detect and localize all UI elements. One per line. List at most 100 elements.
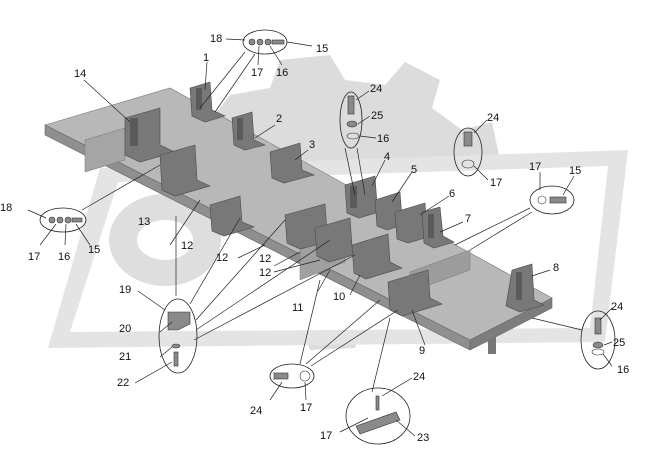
callout-17e: 17 bbox=[300, 402, 312, 414]
callout-15a: 15 bbox=[316, 43, 328, 55]
floor-step-front bbox=[84, 127, 126, 173]
leader-12d bbox=[273, 259, 321, 273]
bolt-bottom-24 bbox=[273, 372, 289, 380]
seat-4-back bbox=[350, 186, 357, 208]
bolt-right-15 bbox=[549, 196, 567, 204]
washer-16a bbox=[346, 132, 360, 140]
washer-top-18 bbox=[248, 38, 256, 46]
leader-23 bbox=[395, 419, 416, 437]
seat-3 bbox=[269, 142, 315, 184]
leader-24d bbox=[381, 377, 413, 397]
leader-19-up-b bbox=[195, 239, 331, 331]
leader-15b bbox=[562, 175, 575, 196]
leader-24e bbox=[599, 307, 613, 321]
floor-rear-leg bbox=[488, 336, 496, 354]
callout-18a: 18 bbox=[210, 33, 222, 45]
leader-12c bbox=[273, 251, 301, 267]
washer-bottom-17 bbox=[299, 370, 311, 382]
callout-16c: 16 bbox=[58, 251, 70, 263]
bracket-20 bbox=[167, 311, 191, 331]
leader-19-up-a bbox=[195, 219, 286, 321]
leader-16b bbox=[359, 135, 377, 139]
callout-18b: 18 bbox=[0, 202, 12, 214]
leader-22 bbox=[134, 361, 173, 384]
leader-right-to-seat-2 bbox=[469, 211, 533, 251]
callout-24a: 24 bbox=[370, 83, 382, 95]
leader-20 bbox=[159, 321, 173, 333]
callout-23: 23 bbox=[417, 432, 429, 444]
leader-25a bbox=[357, 115, 371, 125]
callout-16b: 16 bbox=[377, 133, 389, 145]
washer-right-25 bbox=[592, 341, 604, 349]
callout-25b: 25 bbox=[613, 337, 625, 349]
callout-9: 9 bbox=[419, 345, 425, 357]
callout-12d: 12 bbox=[259, 267, 271, 279]
callout-17a: 17 bbox=[251, 67, 263, 79]
callout-10: 10 bbox=[333, 291, 345, 303]
callout-22: 22 bbox=[117, 377, 129, 389]
bolt-top-15 bbox=[271, 39, 285, 45]
leader-3 bbox=[294, 149, 309, 161]
bolt-24a bbox=[347, 95, 355, 115]
seat-13-pair bbox=[159, 144, 211, 197]
leader-bottom-b bbox=[305, 299, 381, 365]
leader-top-to-seat-2 bbox=[214, 53, 256, 113]
washer-right-16 bbox=[591, 348, 605, 356]
callout-14: 14 bbox=[74, 68, 86, 80]
leader-12a bbox=[169, 199, 201, 246]
washer-left-16 bbox=[64, 216, 72, 224]
seat-9 bbox=[387, 269, 443, 317]
callout-6: 6 bbox=[449, 188, 455, 200]
detail-ellipse-bolt-24a bbox=[339, 91, 363, 149]
callout-24b: 24 bbox=[487, 112, 499, 124]
seat-8-back bbox=[516, 272, 522, 300]
leader-24b bbox=[473, 119, 488, 134]
washer-top-17 bbox=[256, 38, 264, 46]
leader-14 bbox=[83, 79, 131, 123]
washer-21 bbox=[171, 343, 181, 349]
seat-accents bbox=[130, 88, 522, 300]
detail-ellipse-left bbox=[39, 207, 87, 233]
callout-13: 13 bbox=[138, 216, 150, 228]
bolt-22 bbox=[173, 351, 179, 367]
leader-bottom-c bbox=[310, 309, 399, 367]
callout-17b: 17 bbox=[490, 177, 502, 189]
callout-17c: 17 bbox=[529, 161, 541, 173]
leader-17d bbox=[39, 223, 57, 246]
bolt-right-24 bbox=[594, 317, 602, 335]
leader-15a bbox=[286, 41, 313, 47]
leader-7 bbox=[439, 221, 464, 233]
callout-12c: 12 bbox=[259, 253, 271, 265]
leader-16c bbox=[64, 223, 67, 246]
callout-3: 3 bbox=[309, 139, 315, 151]
callout-16d: 16 bbox=[617, 364, 629, 376]
callout-11: 11 bbox=[292, 302, 303, 314]
callout-12a: 12 bbox=[181, 240, 193, 252]
seat-10 bbox=[351, 233, 403, 280]
leader-15c bbox=[75, 223, 91, 246]
leader-10 bbox=[349, 274, 361, 296]
callout-19: 19 bbox=[119, 284, 131, 296]
washer-top-16 bbox=[264, 38, 272, 46]
detail-ellipse-bolt-24b bbox=[453, 127, 483, 177]
leader-11 bbox=[317, 269, 331, 292]
washer-left-17 bbox=[56, 216, 64, 224]
seat-2-back bbox=[237, 118, 243, 140]
leader-top-to-seat bbox=[199, 51, 246, 109]
callout-15b: 15 bbox=[569, 165, 581, 177]
detail-ellipse-bottom-24 bbox=[269, 363, 315, 389]
callout-24d: 24 bbox=[413, 371, 425, 383]
callout-25a: 25 bbox=[371, 110, 383, 122]
seat-8 bbox=[505, 263, 545, 313]
callout-1: 1 bbox=[203, 52, 209, 64]
seat-14-back bbox=[130, 118, 138, 146]
leader-9 bbox=[411, 309, 426, 346]
leader-21 bbox=[159, 346, 173, 358]
callout-21: 21 bbox=[119, 351, 131, 363]
callout-labels: 1 2 3 4 5 6 7 8 9 10 11 12 12 12 12 13 1… bbox=[0, 33, 629, 444]
callout-7: 7 bbox=[465, 213, 471, 225]
seat-7-back bbox=[428, 214, 434, 238]
leader-lines bbox=[27, 38, 613, 437]
leader-5 bbox=[391, 171, 413, 203]
detail-ellipse-right-17 bbox=[529, 185, 575, 215]
